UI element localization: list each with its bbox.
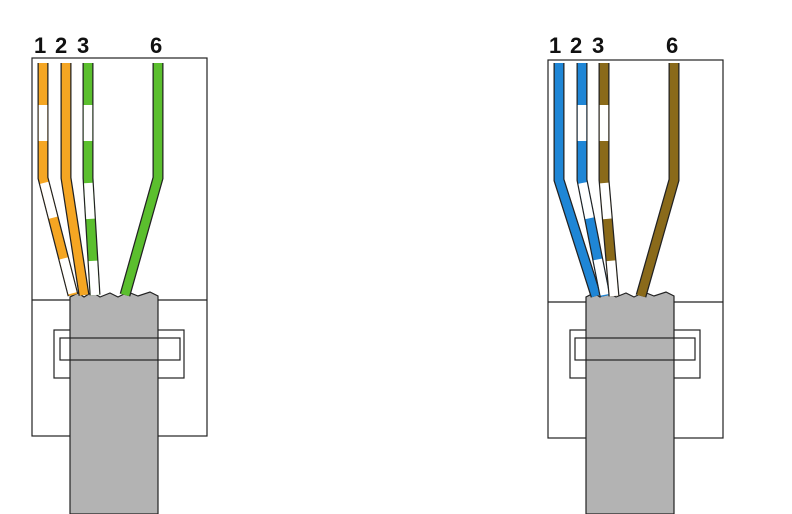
pin-label-6: 6 (666, 33, 678, 58)
latch-inner (574, 337, 696, 361)
pin-label-1: 1 (34, 33, 46, 58)
wire-pin-3 (599, 63, 619, 297)
wire-pin-2 (577, 63, 610, 297)
wire-pin-6 (636, 63, 679, 298)
wires-left (37, 63, 164, 297)
pin-label-3: 3 (77, 33, 89, 58)
pin-label-3: 3 (592, 33, 604, 58)
pin-label-2: 2 (55, 33, 67, 58)
pin-label-1: 1 (549, 33, 561, 58)
wire-pin-3 (83, 63, 100, 296)
cable-jacket (69, 291, 159, 514)
pin-label-6: 6 (150, 33, 162, 58)
wire-pin-2 (61, 63, 89, 296)
pin-label-2: 2 (570, 33, 582, 58)
cable-jacket (585, 291, 675, 514)
wire-pin-1 (38, 63, 78, 297)
wire-pin-6 (120, 63, 163, 297)
wire-pin-1 (554, 63, 601, 298)
connector-left: 1 2 3 6 (31, 33, 208, 514)
wires-right (553, 63, 680, 298)
connector-right: 1 2 3 6 (547, 33, 724, 514)
latch-inner (59, 337, 181, 361)
